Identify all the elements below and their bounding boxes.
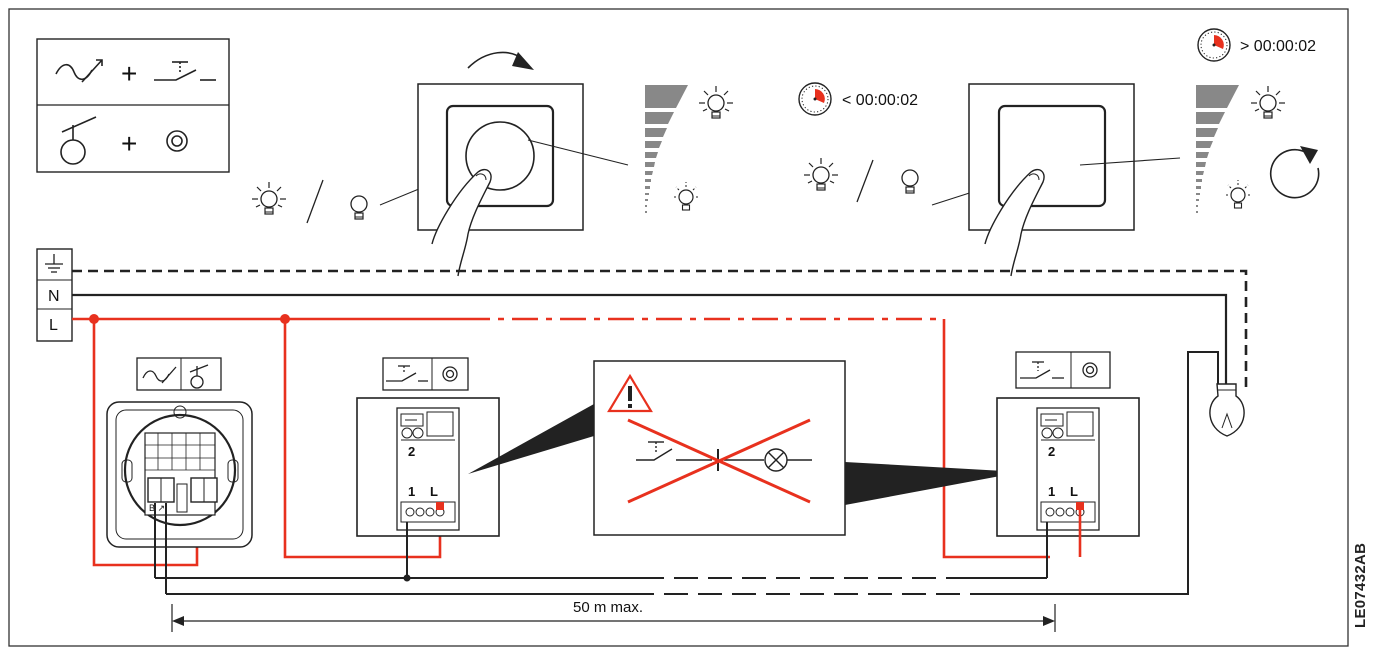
timer-icon (798, 82, 832, 116)
dimmer-device: B ↗ (106, 357, 253, 594)
pushbutton-module-1: 2 1 L (356, 357, 594, 582)
distance-dimension: 50 m max. (171, 599, 1056, 632)
lamp-off-icon (901, 169, 919, 194)
module-terminal-1: 1 (1048, 484, 1055, 499)
lamp-dim-icon (671, 181, 701, 211)
junction-dot (89, 314, 99, 324)
scene-pushbutton: < 00:00:02 > 00:00:02 (798, 28, 1320, 277)
lamp-on-icon (251, 181, 287, 215)
neutral-label: N (48, 288, 60, 305)
short-press-time: < 00:00:02 (842, 92, 918, 109)
slash-separator (306, 179, 324, 224)
diagram-frame (8, 8, 1349, 647)
brightness-ramp (1196, 85, 1239, 213)
brightness-ramp (645, 85, 688, 213)
remote-button-symbol (166, 130, 188, 152)
slash-separator (856, 159, 874, 203)
dimmer-terminal-labels: B ↗ (149, 503, 165, 513)
lamp-dim-icon (1223, 179, 1253, 209)
legend-plus-bottom: + (121, 128, 137, 159)
pushbutton-symbol (154, 61, 216, 81)
module-terminal-2: 2 (1048, 444, 1055, 459)
long-press-time: > 00:00:02 (1240, 38, 1316, 55)
live-label: L (49, 317, 58, 334)
module-terminal-l: L (430, 484, 438, 499)
distance-label: 50 m max. (573, 599, 643, 616)
scene-dimmer-rotate (251, 51, 734, 277)
warning-icon (607, 373, 653, 413)
supply-terminals: N L (36, 248, 73, 342)
pushbutton-module-2: 2 1 L (996, 351, 1140, 578)
module-terminal-2: 2 (408, 444, 415, 459)
module-terminal-1: 1 (408, 484, 415, 499)
warning-box (593, 360, 846, 536)
legend-box: + + (36, 38, 230, 173)
reference-code: LE07432AB (1352, 542, 1369, 628)
cycle-arrow-icon (1269, 146, 1320, 199)
earth-icon (45, 254, 63, 273)
earth-wire (72, 269, 1248, 392)
load-lamp-icon (1209, 383, 1245, 437)
prohibited-cross (627, 418, 811, 504)
lamp-on-icon (1250, 85, 1286, 119)
legend-plus-top: + (121, 58, 137, 89)
junction-dot (280, 314, 290, 324)
lamp-on-icon (803, 157, 839, 191)
sensor-symbol (60, 116, 97, 165)
dimmer-symbol (55, 59, 103, 83)
timer-icon (1197, 28, 1231, 62)
lamp-off-icon (350, 195, 368, 220)
module-terminal-l: L (1070, 484, 1078, 499)
lamp-on-icon (698, 85, 734, 119)
neutral-wire (72, 293, 1228, 384)
